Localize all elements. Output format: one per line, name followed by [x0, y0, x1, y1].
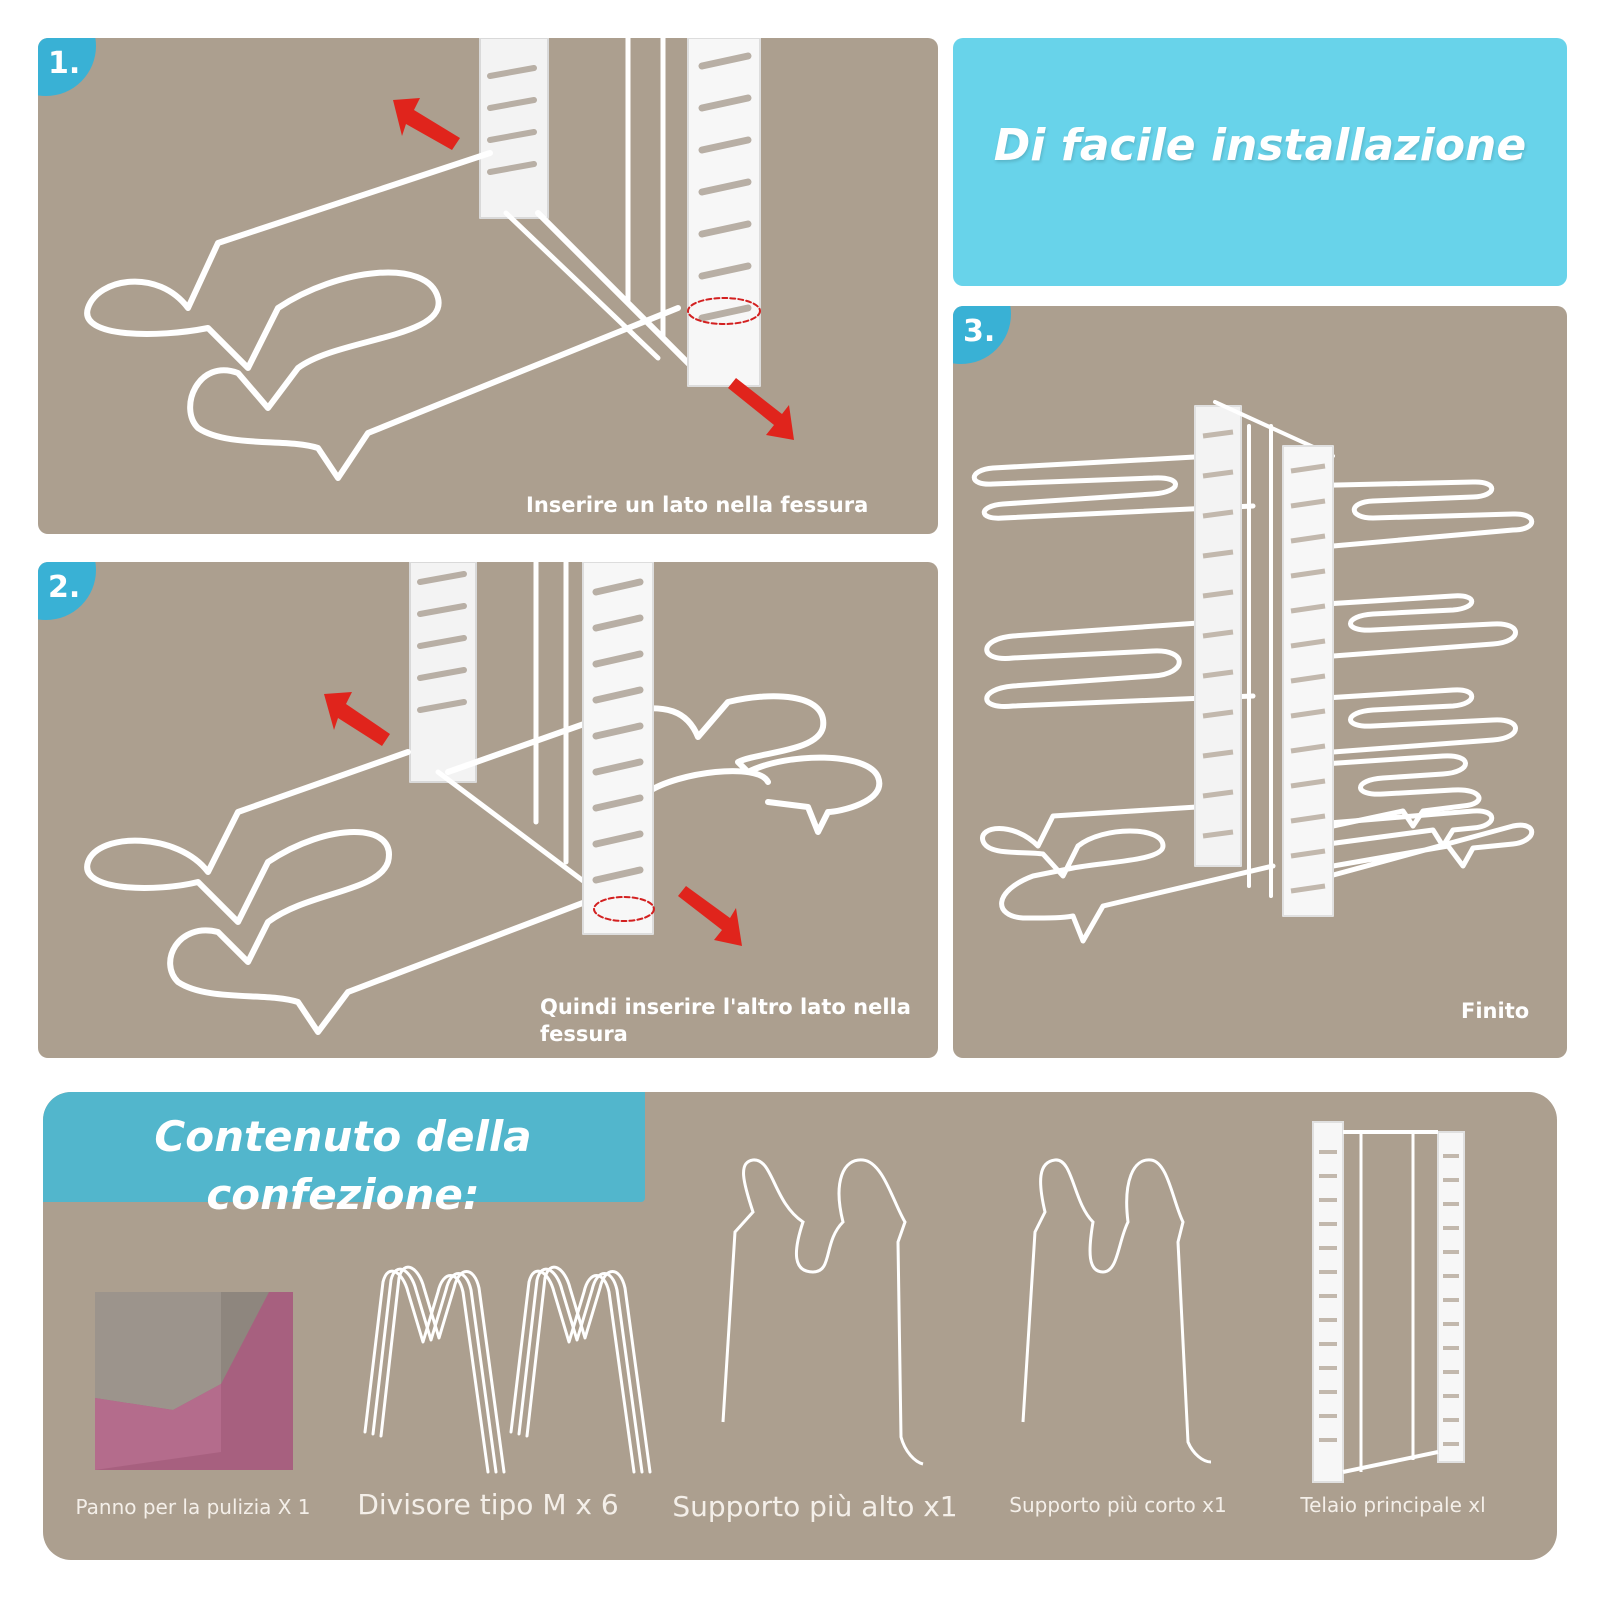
step-2-illustration [84, 562, 883, 1035]
step-3-illustration [971, 400, 1535, 944]
step-1-illustration [84, 38, 794, 481]
package-contents-panel: Contenuto della confezione: [43, 1092, 1557, 1560]
cleaning-cloth-label: Panno per la pulizia X 1 [75, 1495, 311, 1519]
headline-text: Di facile installazione [993, 120, 1527, 171]
m-divider-label: Divisore tipo M x 6 [357, 1488, 619, 1521]
step-2-panel: 2. Quindi inserire l'altro lato nella fe… [38, 562, 938, 1058]
short-support-icon [1021, 1158, 1212, 1464]
step-2-number: 2. [48, 570, 81, 605]
step-1-caption: Inserire un lato nella fessura [526, 493, 869, 517]
tall-support-icon [721, 1158, 924, 1466]
cleaning-cloth-icon [95, 1292, 293, 1470]
main-frame-label: Telaio principale xl [1300, 1493, 1486, 1517]
step-2-caption: Quindi inserire l'altro lato nella fessu… [540, 995, 911, 1047]
main-frame-icon [1312, 1121, 1465, 1483]
step-3-number: 3. [963, 314, 996, 349]
package-contents-title: Contenuto della confezione: [154, 1112, 532, 1219]
step-1-number: 1. [48, 46, 81, 81]
step-3-panel: 3. Finito [953, 306, 1567, 1058]
package-contents-illustrations [95, 1121, 1465, 1483]
step-1-panel: 1. Inserire un lato nella fessura [38, 38, 938, 534]
m-divider-icon [363, 1265, 652, 1474]
step-3-caption: Finito [1461, 999, 1530, 1023]
package-contents-tab [43, 1092, 645, 1202]
tall-support-label: Supporto più alto x1 [672, 1490, 958, 1523]
headline-panel: Di facile installazione [953, 38, 1567, 286]
short-support-label: Supporto più corto x1 [1009, 1493, 1227, 1517]
